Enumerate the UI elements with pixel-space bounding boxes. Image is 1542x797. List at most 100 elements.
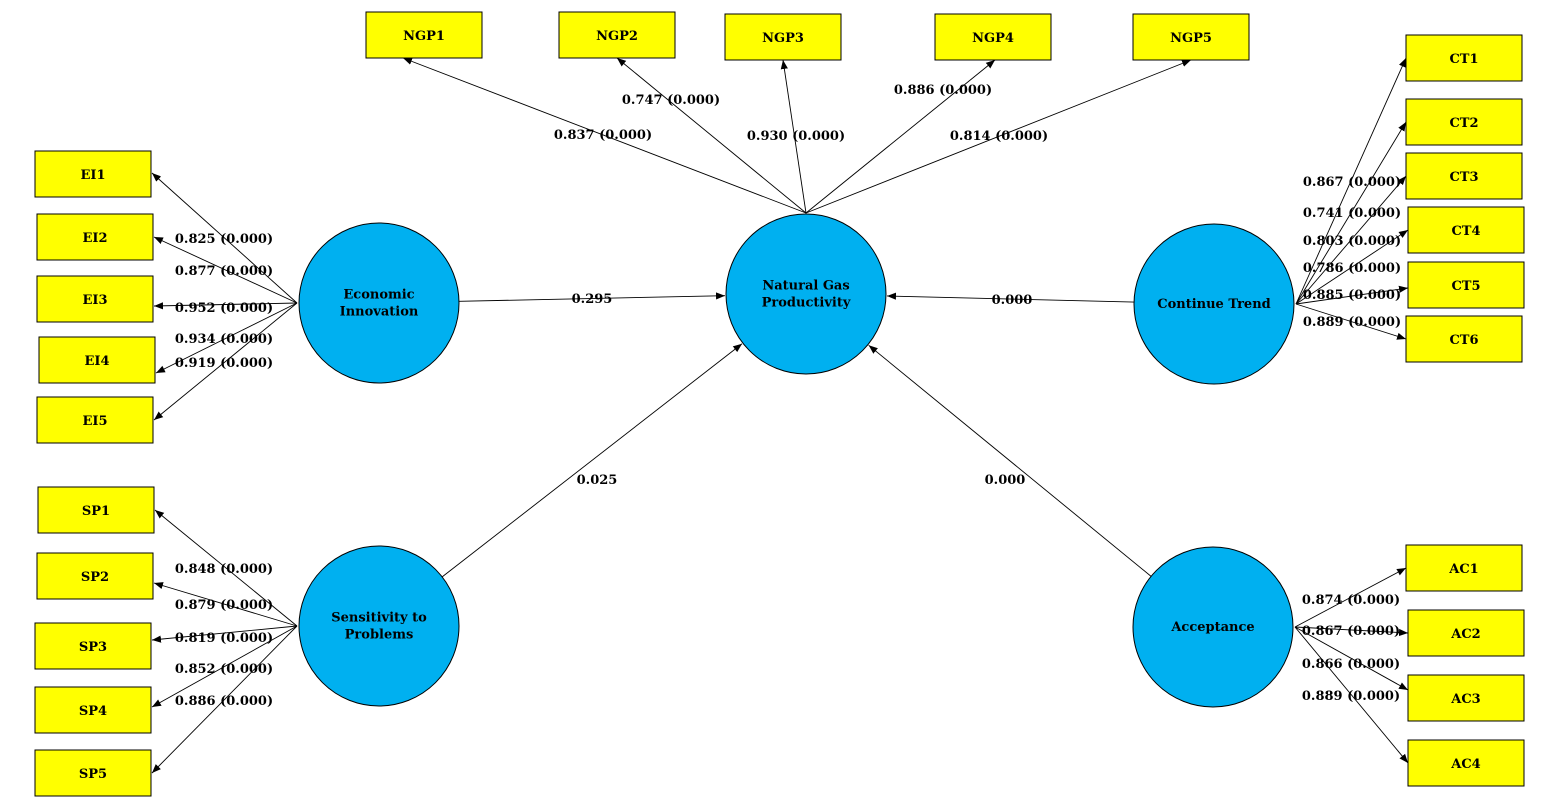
indicator-label: SP2 [81,570,109,585]
indicator-label: AC3 [1450,692,1480,707]
indicator-box [1405,315,1523,363]
indicator-ei5: EI5 [36,396,154,444]
indicator-ac2: AC2 [1407,609,1525,657]
indicator-ei2: EI2 [36,213,154,261]
indicator-label: EI2 [82,231,107,246]
indicator-label: NGP2 [596,29,638,44]
edges-layer [151,57,1409,774]
indicator-label: SP4 [79,704,107,719]
loading-label-ct1: 0.867 (0.000) [1303,175,1401,190]
indicator-box [37,486,155,534]
loading-edge-ngp1 [402,57,807,214]
path-edge-ct-to-ngp [886,292,1135,303]
indicator-box [724,13,842,61]
latent-circle [1132,546,1294,708]
indicator-sp3: SP3 [34,622,152,670]
loading-edge-ngp4 [805,59,996,214]
path-edge-ac-to-ngp [868,344,1152,577]
indicator-ac1: AC1 [1405,544,1523,592]
indicator-ngp4: NGP4 [934,13,1052,61]
loading-label-ct2: 0.741 (0.000) [1303,206,1401,221]
indicator-label: EI1 [80,168,105,183]
indicator-label: NGP5 [1170,31,1212,46]
indicator-label: EI5 [82,414,107,429]
indicator-ngp2: NGP2 [558,11,676,59]
indicator-box [34,150,152,198]
indicator-box [1132,13,1250,61]
loading-label-ei2: 0.877 (0.000) [175,264,273,279]
loading-edge-ac1 [1294,567,1407,628]
loading-edge-ct6 [1295,303,1407,340]
path-label-sp-to-ngp: 0.025 [577,473,618,488]
latent-label-line: Productivity [762,296,851,311]
indicator-sp1: SP1 [37,486,155,534]
indicator-label: EI3 [82,293,107,308]
indicator-box [1405,34,1523,82]
loading-edge-sp1 [154,509,298,627]
indicator-label: AC2 [1450,627,1480,642]
indicator-sp4: SP4 [34,686,152,734]
indicator-label: CT2 [1449,116,1478,131]
indicator-ac3: AC3 [1407,674,1525,722]
indicator-box [36,213,154,261]
indicator-ngp5: NGP5 [1132,13,1250,61]
indicator-box [34,622,152,670]
indicator-label: SP5 [79,767,107,782]
loading-edge-ct2 [1295,121,1407,305]
loading-edge-ct4 [1295,229,1409,305]
loading-label-sp1: 0.848 (0.000) [175,562,273,577]
loading-label-ei1: 0.825 (0.000) [175,232,273,247]
loading-edge-ct1 [1295,57,1407,305]
loading-edge-ngp5 [805,59,1192,214]
loading-edge-sp5 [151,625,298,774]
indicator-sp5: SP5 [34,749,152,797]
latent-label-line: Innovation [340,305,419,320]
latent-sensitivity-to-problems: Sensitivity to Problems [298,545,460,707]
latent-acceptance: Acceptance [1132,546,1294,708]
loading-label-ac2: 0.867 (0.000) [1302,624,1400,639]
loading-label-sp4: 0.852 (0.000) [175,662,273,677]
latent-label-line: Problems [345,628,414,643]
loading-edge-ac3 [1294,626,1409,691]
indicator-ct1: CT1 [1405,34,1523,82]
loading-label-ngp3: 0.930 (0.000) [747,129,845,144]
path-label-ac-to-ngp: 0.000 [985,473,1026,488]
indicator-box [1405,98,1523,146]
indicator-label: CT3 [1449,170,1478,185]
indicator-box [34,686,152,734]
indicator-ac4: AC4 [1407,739,1525,787]
indicator-box [34,749,152,797]
indicator-box [38,336,156,384]
indicator-box [36,396,154,444]
latent-label-line: Continue Trend [1157,297,1271,312]
indicator-label: SP3 [79,640,107,655]
loading-edge-sp4 [151,625,298,708]
latent-label-line: Sensitivity to [331,611,427,626]
loading-edge-sp2 [153,582,298,627]
indicator-box [558,11,676,59]
loading-label-ct6: 0.889 (0.000) [1303,315,1401,330]
indicator-label: AC4 [1450,757,1480,772]
indicator-ct3: CT3 [1405,152,1523,200]
indicator-box [36,552,154,600]
loading-edge-ei4 [155,302,298,374]
indicator-box [1407,206,1525,254]
loading-label-ac3: 0.866 (0.000) [1302,657,1400,672]
latent-label-line: Economic [343,288,414,303]
indicator-label: CT1 [1449,52,1478,67]
latent-label-line: Acceptance [1170,620,1254,635]
indicator-box [365,11,483,59]
indicator-ngp3: NGP3 [724,13,842,61]
loading-label-ngp1: 0.837 (0.000) [554,128,652,143]
loading-edge-ngp2 [616,57,807,214]
loading-label-ct5: 0.885 (0.000) [1303,288,1401,303]
indicator-label: EI4 [84,354,109,369]
loading-edge-ac2 [1294,626,1409,637]
indicator-label: SP1 [82,504,110,519]
indicator-label: NGP3 [762,31,804,46]
loading-edge-ei2 [153,236,298,304]
